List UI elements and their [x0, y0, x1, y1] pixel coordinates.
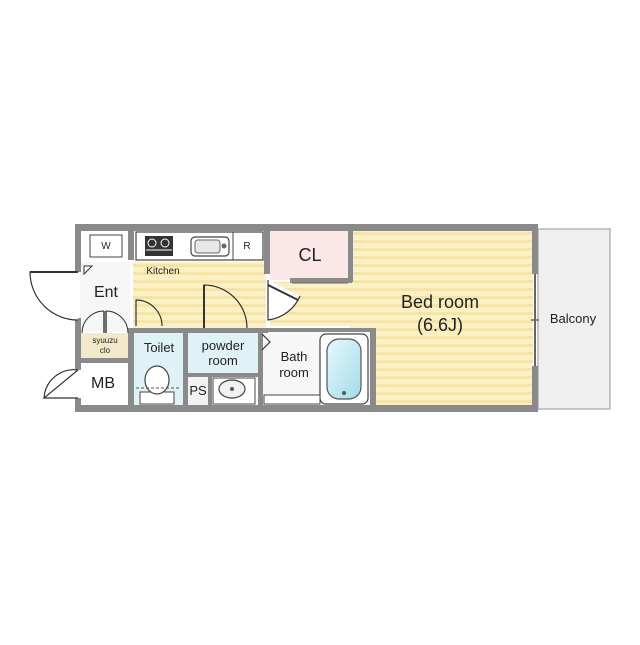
washbasin-icon — [212, 377, 256, 405]
shoe-closet-door-right — [105, 310, 129, 334]
shoe-closet-floor — [80, 333, 130, 359]
bath-label-1: Bath — [280, 349, 308, 364]
ps-floor — [187, 376, 209, 406]
bedroom-door-leaf — [267, 284, 299, 301]
bathtub-icon — [319, 333, 369, 405]
washer-box — [89, 234, 123, 258]
mb-floor — [80, 362, 126, 406]
toilet-door — [135, 299, 163, 327]
bath-label-2: room — [279, 365, 309, 380]
kitchen-floor — [133, 262, 266, 328]
entrance-label: Ent — [93, 284, 118, 301]
entrance-step — [83, 265, 94, 276]
shoe-closet-label-1: syuuzu — [92, 336, 118, 345]
kitchen-label: Kitchen — [146, 266, 180, 277]
bedroom-floor — [350, 230, 533, 406]
fridge-label: R — [243, 241, 251, 252]
entrance-floor — [80, 262, 130, 332]
cl-label: CL — [298, 245, 322, 265]
bedroom-label: Bed room — [400, 292, 480, 312]
ps-label: PS — [189, 383, 207, 398]
balcony-label: Balcony — [549, 311, 597, 326]
shoe-closet-door-left — [81, 310, 105, 334]
washer-label: W — [101, 241, 111, 252]
toilet-label: Toilet — [143, 340, 175, 355]
sink-icon — [190, 236, 230, 257]
cl-floor — [270, 230, 350, 280]
mb-door-swing — [42, 369, 79, 399]
entrance-door-swing — [29, 271, 79, 321]
bath-door — [261, 333, 271, 351]
bath-step — [263, 394, 321, 405]
balcony-area — [537, 228, 611, 410]
toilet-fixture-icon — [136, 365, 180, 405]
bedroom-size-label: (6.6J) — [416, 315, 463, 335]
powder-label-2: room — [208, 353, 238, 368]
mb-door-arc — [43, 369, 79, 399]
stove-icon — [145, 236, 173, 256]
kitchen-door — [203, 284, 248, 329]
powder-label-1: powder — [201, 338, 245, 353]
powder-floor — [187, 330, 259, 375]
walls — [75, 224, 538, 412]
shoe-closet-label-2: clo — [99, 346, 111, 355]
mb-label: MB — [91, 375, 115, 392]
